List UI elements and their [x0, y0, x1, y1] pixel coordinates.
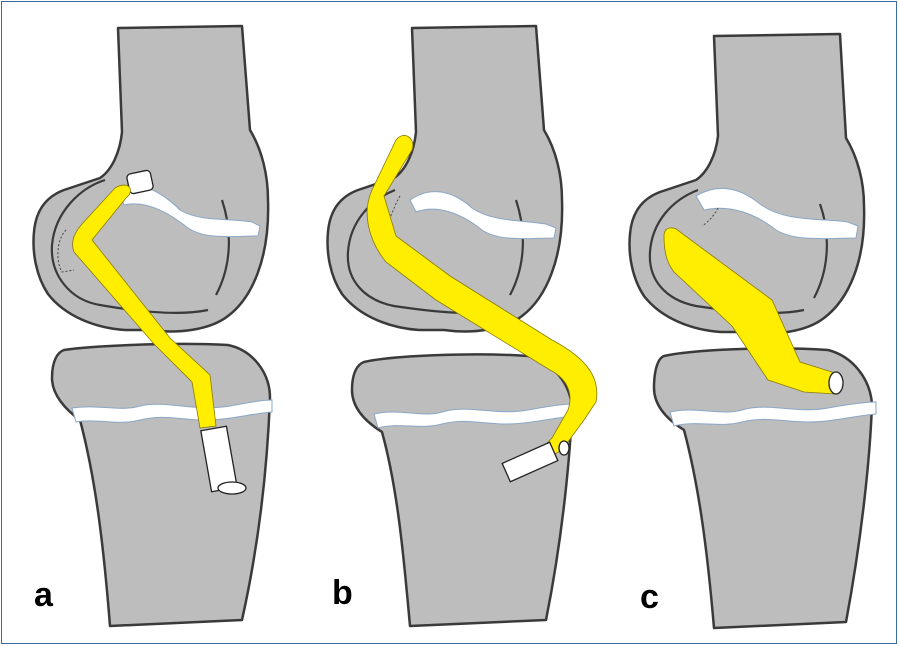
knee-diagram-a	[0, 0, 300, 647]
panel-label-c: c	[640, 580, 659, 614]
tibial-tunnel-opening	[829, 372, 843, 394]
tibia	[352, 354, 572, 626]
tibial-tunnel-opening	[559, 441, 569, 455]
panel-label-b: b	[332, 576, 353, 610]
panel-a: a	[0, 0, 300, 647]
panel-c: c	[600, 0, 900, 647]
knee-diagram-c	[600, 0, 900, 647]
panel-b: b	[300, 0, 600, 647]
knee-diagram-b	[300, 0, 600, 647]
panel-label-a: a	[34, 578, 53, 612]
tibial-tunnel-opening	[218, 482, 246, 494]
